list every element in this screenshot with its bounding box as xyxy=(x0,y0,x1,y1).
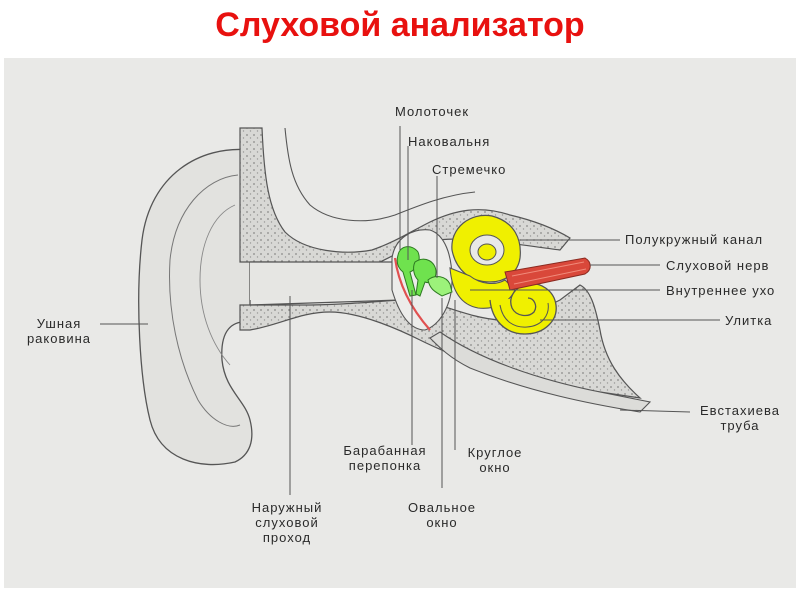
label-round-window: Круглое окно xyxy=(467,445,523,475)
nerve-fiber-2 xyxy=(513,268,587,285)
nerve-fiber-1 xyxy=(511,261,585,277)
label-eustachian-tube: Евстахиева труба xyxy=(700,403,780,433)
auricle-fold xyxy=(169,174,241,427)
ear-canal-wall-bottom xyxy=(249,299,401,306)
page-title: Слуховой анализатор xyxy=(215,6,585,44)
label-auditory-nerve: Слуховой нерв xyxy=(666,258,770,273)
skull-outline xyxy=(284,127,476,222)
label-malleus: Молоточек xyxy=(395,104,470,119)
stapes-shape xyxy=(427,276,453,297)
label-cochlea: Улитка xyxy=(725,313,773,328)
label-inner-ear: Внутреннее ухо xyxy=(666,283,776,298)
auditory-nerve-shape xyxy=(504,257,591,291)
label-eardrum: Барабанная перепонка xyxy=(343,443,427,473)
label-ear-canal: Наружный слуховой проход xyxy=(251,500,323,545)
label-oval-window: Овальное окно xyxy=(407,500,477,530)
eardrum-shape xyxy=(393,257,431,331)
cochlea-spiral-inner xyxy=(499,302,549,328)
label-semicircular-canal: Полукружный канал xyxy=(625,232,764,247)
ear-canal-shape xyxy=(250,262,400,300)
label-auricle: Ушная раковина xyxy=(26,316,92,346)
label-incus: Наковальня xyxy=(408,134,491,149)
eustachian-tube-shape xyxy=(429,331,652,413)
leader-lines xyxy=(100,126,720,495)
canal-loop-inner xyxy=(477,243,497,261)
label-stapes: Стремечко xyxy=(432,162,507,177)
auricle-inner-fold xyxy=(199,204,236,366)
auricle-shape xyxy=(138,148,253,466)
